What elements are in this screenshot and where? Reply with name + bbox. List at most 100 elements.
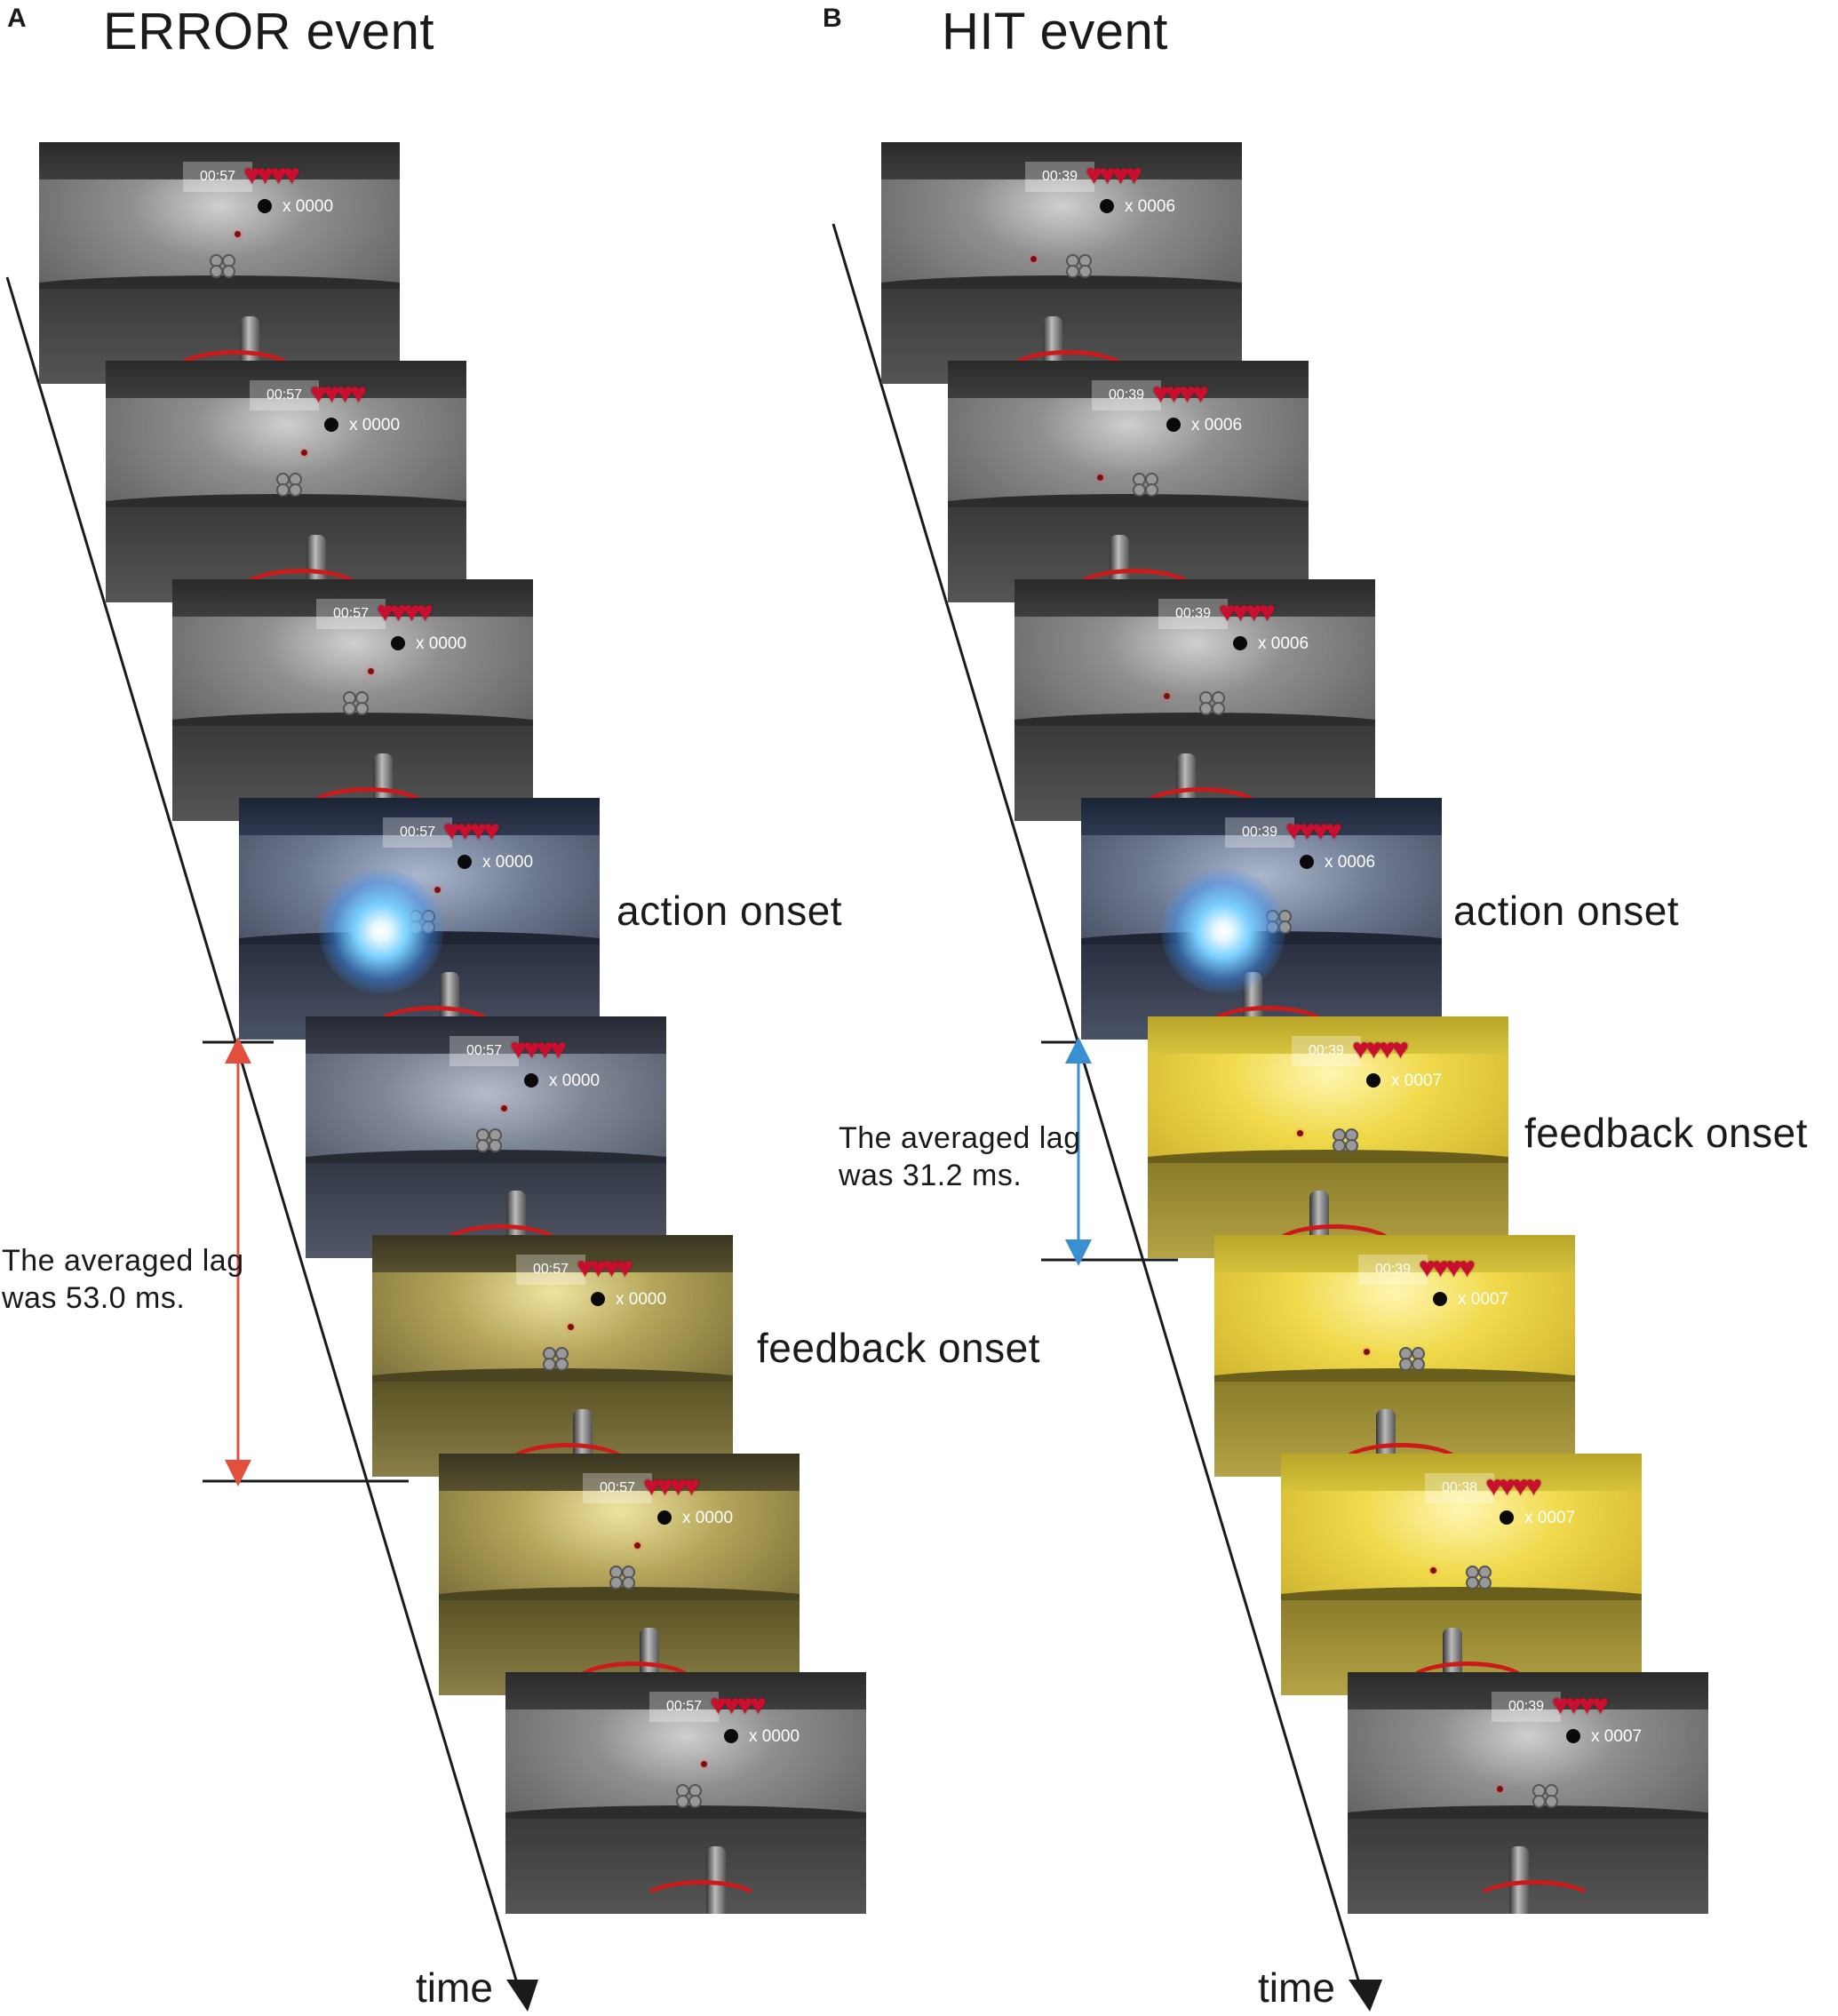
heart-icon: ♥♥♥♥	[577, 1251, 633, 1283]
panel-b-game-frame-4: 00:39♥♥♥♥ x 0006	[1081, 798, 1442, 1040]
score-display: x 0000	[282, 197, 334, 216]
drone-icon	[543, 1347, 569, 1371]
heart-icon: ♥♥♥♥	[1419, 1251, 1476, 1283]
timer-display: 00:57	[583, 1473, 652, 1503]
heart-icon: ♥♥♥♥	[1285, 814, 1342, 846]
drone-icon	[1066, 254, 1092, 278]
bomb-icon	[1500, 1510, 1514, 1525]
aim-ring-icon	[1405, 1661, 1530, 1695]
score-display: x 0000	[482, 853, 534, 872]
timer-display: 00:39	[1158, 599, 1228, 629]
bomb-icon	[324, 418, 338, 432]
projectile-icon	[501, 1105, 507, 1112]
panel-a-time-label: time	[416, 1964, 493, 2011]
panel-a-game-frame-3: 00:57♥♥♥♥x 0000	[172, 579, 533, 821]
drone-icon	[1532, 1784, 1558, 1808]
panel-b-letter: B	[823, 4, 842, 33]
aim-ring-icon	[1272, 1224, 1396, 1258]
panel-a-letter: A	[7, 4, 27, 33]
score-display: x 0006	[1258, 634, 1309, 653]
drone-icon	[343, 691, 369, 715]
timer-display: 00:39	[1358, 1255, 1428, 1285]
aim-ring-icon	[572, 1661, 696, 1695]
score-display: x 0000	[682, 1509, 734, 1527]
bomb-icon	[1566, 1729, 1580, 1743]
drone-icon	[1399, 1347, 1425, 1371]
panel-b-time-arrowhead	[1349, 1980, 1382, 2012]
panel-b-lag-line1: The averaged lag	[839, 1121, 1081, 1155]
drone-icon	[1199, 691, 1225, 715]
panel-a-game-frame-5: 00:57♥♥♥♥x 0000	[306, 1016, 666, 1258]
score-display: x 0000	[416, 634, 467, 653]
projectile-icon	[568, 1324, 574, 1330]
panel-b-action-onset-label: action onset	[1453, 888, 1680, 934]
drone-icon	[676, 1784, 702, 1808]
panel-a-game-frame-2: 00:57♥♥♥♥ x 0000	[106, 361, 466, 602]
score-display: x 0007	[1524, 1509, 1576, 1527]
heart-icon: ♥♥♥♥	[643, 1470, 700, 1502]
aim-ring-icon	[1072, 569, 1197, 602]
bomb-icon	[458, 855, 472, 869]
panel-a-time-arrowhead	[506, 1980, 538, 2012]
panel-a-feedback-onset-label: feedback onset	[757, 1325, 1041, 1371]
bomb-icon	[1300, 855, 1314, 869]
panel-b-title: HIT event	[942, 3, 1168, 60]
score-display: x 0000	[349, 416, 401, 434]
bomb-icon	[1366, 1073, 1380, 1088]
projectile-icon	[1030, 256, 1037, 262]
bomb-icon	[724, 1729, 738, 1743]
timer-display: 00:39	[1492, 1692, 1561, 1722]
panel-a-time-axis	[5, 276, 519, 1984]
panel-b-game-frame-8: 00:39♥♥♥♥x 0007	[1348, 1672, 1708, 1914]
panel-b-feedback-onset-label: feedback onset	[1524, 1110, 1809, 1156]
bomb-icon	[591, 1292, 605, 1306]
bomb-icon	[1100, 199, 1114, 213]
projectile-icon	[368, 668, 374, 674]
aim-ring-icon	[505, 1443, 630, 1477]
panel-a-game-frame-4: 00:57♥♥♥♥x 0000	[239, 798, 600, 1040]
projectile-icon	[301, 450, 307, 456]
bomb-icon	[258, 199, 272, 213]
timer-display: 00:57	[649, 1692, 719, 1722]
timer-display: 00:57	[250, 380, 319, 410]
score-display: x 0006	[1191, 416, 1243, 434]
heart-icon: ♥♥♥♥	[1086, 158, 1142, 190]
timer-display: 00:57	[516, 1255, 585, 1285]
timer-display: 00:39	[1292, 1036, 1361, 1066]
panel-b-game-frame-2: 00:39♥♥♥♥x 0006	[948, 361, 1309, 602]
score-display: x 0006	[1125, 197, 1176, 216]
heart-icon: ♥♥♥♥	[1219, 595, 1276, 627]
score-display: x 0000	[749, 1727, 800, 1746]
score-display: x 0000	[549, 1072, 601, 1090]
panel-b-game-frame-5: 00:39♥♥♥♥x 0007	[1148, 1016, 1508, 1258]
timer-display: 00:39	[1225, 817, 1294, 848]
panel-b-time-label: time	[1258, 1964, 1335, 2011]
timer-display: 00:39	[1025, 162, 1094, 192]
drone-icon	[276, 473, 302, 497]
aim-ring-icon	[1339, 1443, 1463, 1477]
score-display: x 0007	[1458, 1290, 1509, 1309]
aim-ring-icon	[439, 1224, 563, 1258]
timer-display: 00:57	[183, 162, 252, 192]
heart-icon: ♥♥♥♥	[443, 814, 500, 846]
panel-a-game-frame-6: 00:57♥♥♥♥x 0000	[372, 1235, 733, 1477]
score-display: x 0007	[1591, 1727, 1643, 1746]
muzzle-flash	[1161, 869, 1285, 993]
panel-a-game-frame-8: 00:57♥♥♥♥ x 0000	[505, 1672, 866, 1914]
drone-icon	[1466, 1566, 1492, 1590]
panel-a-game-frame-7: 00:57♥♥♥♥ x 0000	[439, 1454, 800, 1695]
drone-icon	[1133, 473, 1158, 497]
projectile-icon	[1497, 1786, 1503, 1792]
bomb-icon	[391, 636, 405, 650]
heart-icon: ♥♥♥♥	[710, 1688, 767, 1720]
panel-b-game-frame-7: 00:38♥♥♥♥x 0007	[1281, 1454, 1642, 1695]
score-display: x 0006	[1325, 853, 1376, 872]
timer-display: 00:57	[450, 1036, 519, 1066]
bomb-icon	[524, 1073, 538, 1088]
heart-icon: ♥♥♥♥	[310, 377, 367, 409]
projectile-icon	[434, 887, 441, 893]
aim-ring-icon	[239, 569, 363, 602]
projectile-icon	[1430, 1567, 1436, 1574]
panel-a-lag-line1: The averaged lag	[2, 1244, 244, 1278]
drone-icon	[609, 1566, 635, 1590]
